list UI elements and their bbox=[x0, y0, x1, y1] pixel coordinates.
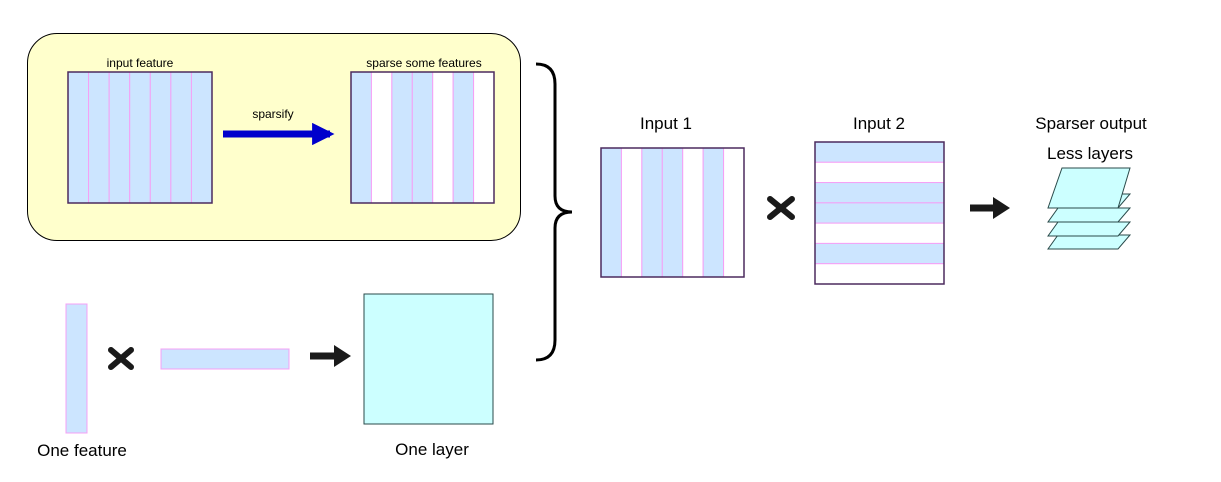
input1-column bbox=[682, 147, 704, 278]
input-feature-border bbox=[67, 71, 213, 204]
input1-column bbox=[702, 147, 725, 278]
sparse-feature-grid bbox=[350, 71, 495, 204]
input-feature-column bbox=[88, 71, 110, 204]
input2-grid bbox=[814, 141, 945, 285]
feature-row-bar bbox=[160, 348, 290, 370]
input1-column bbox=[641, 147, 663, 278]
input-feature-column bbox=[149, 71, 172, 204]
input-feature-grid bbox=[67, 71, 213, 204]
sparse-feature-column bbox=[473, 71, 495, 204]
input1-column bbox=[661, 147, 684, 278]
input2-border bbox=[814, 141, 945, 285]
multiply-icon-bottom bbox=[108, 347, 134, 370]
input1-border bbox=[600, 147, 745, 278]
stacked-layers-icon bbox=[1047, 167, 1132, 250]
input2-row bbox=[814, 202, 945, 224]
one-feature-label: One feature bbox=[37, 441, 127, 460]
input2-row bbox=[814, 182, 945, 204]
one-feature-bar bbox=[65, 303, 88, 434]
input2-row bbox=[814, 263, 945, 285]
less-layers-label: Less layers bbox=[1047, 144, 1133, 163]
input1-grid bbox=[600, 147, 745, 278]
input1-column bbox=[620, 147, 643, 278]
sparse-feature-column bbox=[411, 71, 434, 204]
sparse-feature-column bbox=[432, 71, 454, 204]
input2-label: Input 2 bbox=[853, 114, 905, 133]
input-feature-column bbox=[67, 71, 90, 204]
arrow-right-icon bbox=[970, 197, 1010, 219]
input2-row bbox=[814, 222, 945, 244]
input-feature-column bbox=[170, 71, 192, 204]
sparse-feature-column bbox=[452, 71, 475, 204]
input-feature-label: input feature bbox=[106, 56, 174, 70]
input2-row bbox=[814, 141, 945, 163]
input1-label: Input 1 bbox=[640, 114, 692, 133]
one-layer-square bbox=[363, 293, 494, 425]
arrow-right-icon-bottom bbox=[310, 345, 351, 367]
input1-column bbox=[600, 147, 622, 278]
input-feature-column bbox=[108, 71, 131, 204]
sparse-features-label: sparse some features bbox=[366, 56, 482, 70]
input-feature-column bbox=[190, 71, 213, 204]
curly-brace bbox=[535, 62, 573, 362]
sparse-feature-column bbox=[391, 71, 413, 204]
input-feature-column bbox=[129, 71, 151, 204]
input2-row bbox=[814, 161, 945, 184]
one-layer-label: One layer bbox=[395, 440, 469, 459]
input2-row bbox=[814, 242, 945, 265]
multiply-icon bbox=[767, 196, 795, 220]
sparsify-label: sparsify bbox=[252, 107, 294, 121]
sparse-feature-column bbox=[370, 71, 393, 204]
sparse-feature-border bbox=[350, 71, 495, 204]
sparse-feature-column bbox=[350, 71, 372, 204]
input1-column bbox=[723, 147, 745, 278]
sparser-output-label: Sparser output bbox=[1035, 114, 1147, 133]
